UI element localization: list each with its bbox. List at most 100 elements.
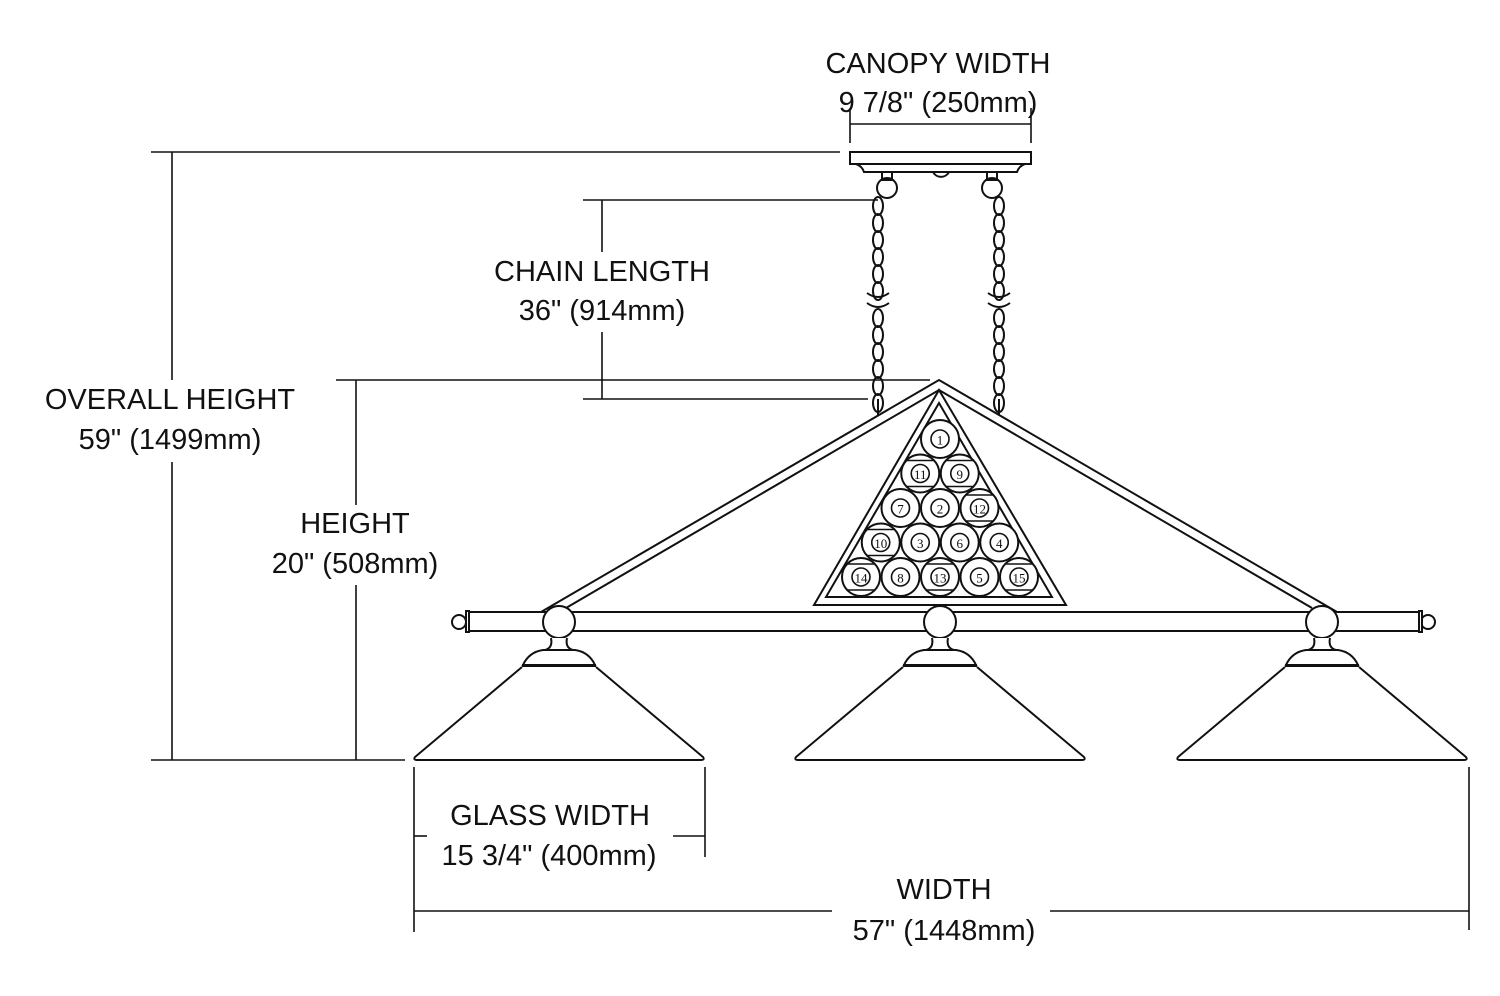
ball-number-ring xyxy=(910,463,931,484)
billiard-ball: 13 xyxy=(920,557,960,597)
chain-link xyxy=(993,308,1005,328)
chain-link xyxy=(872,359,884,379)
chain-link xyxy=(872,264,884,284)
ball-number-ring xyxy=(890,567,911,587)
shade-knuckle xyxy=(923,605,957,639)
chain-link xyxy=(993,247,1005,267)
canopy-loop-neck-right xyxy=(986,171,998,181)
ball-number-ring xyxy=(989,532,1010,553)
width-title: WIDTH xyxy=(896,874,991,906)
ball-number-ring xyxy=(969,498,990,518)
chain-link xyxy=(872,308,884,328)
width-dimension: WIDTH 57" (1448mm) xyxy=(414,767,1470,947)
ball-number: 9 xyxy=(957,467,964,482)
bar-end-cap-right xyxy=(1420,614,1436,630)
ball-outline xyxy=(841,557,881,597)
ball-outline xyxy=(900,453,941,494)
ball-number: 4 xyxy=(996,536,1003,551)
chain-break-mark xyxy=(866,302,890,308)
shade-knuckle xyxy=(1305,605,1339,639)
billiard-ball: 3 xyxy=(900,522,941,563)
chain-length-value: 36" (914mm) xyxy=(519,295,686,327)
ball-number: 2 xyxy=(937,502,944,517)
ball-number: 14 xyxy=(855,571,869,586)
canopy-loop-right xyxy=(981,177,1003,199)
bar-end-cap-left xyxy=(451,614,467,630)
chain-link xyxy=(993,342,1005,362)
ball-number: 7 xyxy=(897,502,904,517)
lamp-shades xyxy=(413,605,1468,761)
billiard-ball: 7 xyxy=(880,488,921,528)
billiard-ball: 6 xyxy=(939,522,980,563)
shade-rim xyxy=(903,664,977,667)
ball-number: 10 xyxy=(874,536,887,551)
chain-link xyxy=(993,196,1005,216)
canopy xyxy=(849,151,1032,199)
ball-outline xyxy=(939,522,980,563)
ball-number: 11 xyxy=(914,467,927,482)
chain-length-title: CHAIN LENGTH xyxy=(494,256,710,288)
glass-width-value: 15 3/4" (400mm) xyxy=(442,840,657,872)
overall-height-value: 59" (1499mm) xyxy=(79,424,262,456)
ball-outline xyxy=(880,488,921,528)
shade xyxy=(1176,605,1468,761)
billiard-ball: 12 xyxy=(959,488,1000,528)
ball-number: 12 xyxy=(973,502,986,517)
chain-left xyxy=(866,196,890,413)
ball-number-ring xyxy=(930,498,950,518)
ball-outline xyxy=(920,488,960,528)
canopy-width-value: 9 7/8" (250mm) xyxy=(839,87,1038,119)
chain-link xyxy=(993,264,1005,284)
billiard-ball: 14 xyxy=(841,557,881,597)
bar-end-ring-left xyxy=(465,610,470,633)
billiard-ball: 2 xyxy=(920,488,960,528)
billiard-ball: 15 xyxy=(999,557,1039,597)
ball-outline xyxy=(880,557,921,597)
glass-width-dimension: GLASS WIDTH 15 3/4" (400mm) xyxy=(413,767,706,932)
ball-outline xyxy=(920,557,960,597)
ball-number-ring xyxy=(1009,567,1029,587)
chain-link xyxy=(993,230,1005,250)
shade-cap xyxy=(1284,649,1360,666)
glass-width-title: GLASS WIDTH xyxy=(450,800,650,832)
chain-link xyxy=(872,281,884,301)
width-value: 57" (1448mm) xyxy=(853,915,1036,947)
shade-rim xyxy=(1285,664,1359,667)
shade-cap xyxy=(902,649,978,666)
chain-break-mark xyxy=(987,292,1011,298)
shade xyxy=(794,605,1086,761)
canopy-base xyxy=(855,163,1026,173)
ball-outline xyxy=(920,419,960,459)
ball-number-ring xyxy=(851,567,871,587)
ball-number-ring xyxy=(930,567,950,587)
glass-shade xyxy=(413,666,705,761)
ball-number-ring xyxy=(890,498,911,518)
shade-neck xyxy=(925,637,955,651)
overall-height-dimension: OVERALL HEIGHT 59" (1499mm) xyxy=(45,151,840,761)
billiard-ball: 9 xyxy=(939,453,980,494)
chain-link xyxy=(993,213,1005,233)
ball-outline xyxy=(979,522,1020,563)
glass-shade xyxy=(1176,666,1468,761)
ball-number-ring xyxy=(969,567,990,587)
shade-neck xyxy=(1307,637,1337,651)
ball-number: 13 xyxy=(934,571,947,586)
ball-number: 8 xyxy=(897,571,904,586)
ball-number: 15 xyxy=(1013,571,1026,586)
canopy-screw xyxy=(932,171,950,178)
ball-outline xyxy=(999,557,1039,597)
shade-neck xyxy=(544,637,574,651)
chain-right xyxy=(987,196,1011,413)
billiard-ball: 10 xyxy=(860,522,901,563)
ball-outline xyxy=(860,522,901,563)
chain-link xyxy=(993,376,1005,396)
chain-length-dimension: CHAIN LENGTH 36" (914mm) xyxy=(494,199,878,400)
ball-number: 6 xyxy=(957,536,964,551)
ball-outline xyxy=(939,453,980,494)
ball-number: 3 xyxy=(917,536,924,551)
shade-cap xyxy=(521,649,597,666)
ball-outline xyxy=(900,522,941,563)
